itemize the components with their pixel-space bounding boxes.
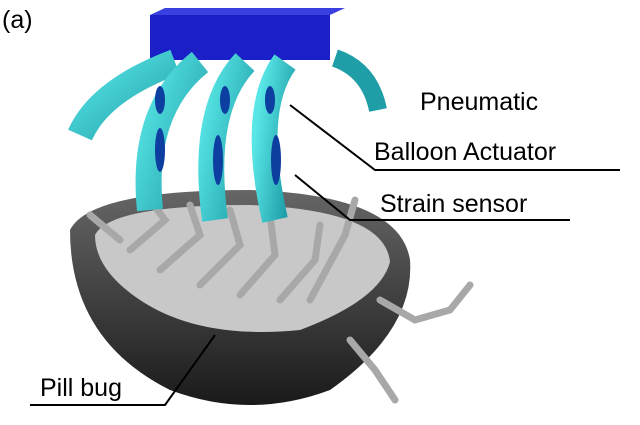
sensor-leader-line — [294, 174, 570, 221]
pill-bug-label: Pill bug — [40, 374, 122, 402]
actuator-label-line2: Balloon Actuator — [374, 138, 557, 166]
strain-sensor-label: Strain sensor — [380, 190, 528, 218]
legs — [86, 196, 474, 404]
balloon-chambers — [155, 86, 281, 185]
pneumatic-balloon-actuators — [68, 49, 387, 223]
actuator-label-line1: Pneumatic — [420, 88, 539, 116]
panel-label: (a) — [2, 6, 33, 34]
body-leader-line — [30, 334, 216, 406]
actuator-leader-line — [289, 104, 620, 171]
mount-block — [150, 15, 330, 60]
